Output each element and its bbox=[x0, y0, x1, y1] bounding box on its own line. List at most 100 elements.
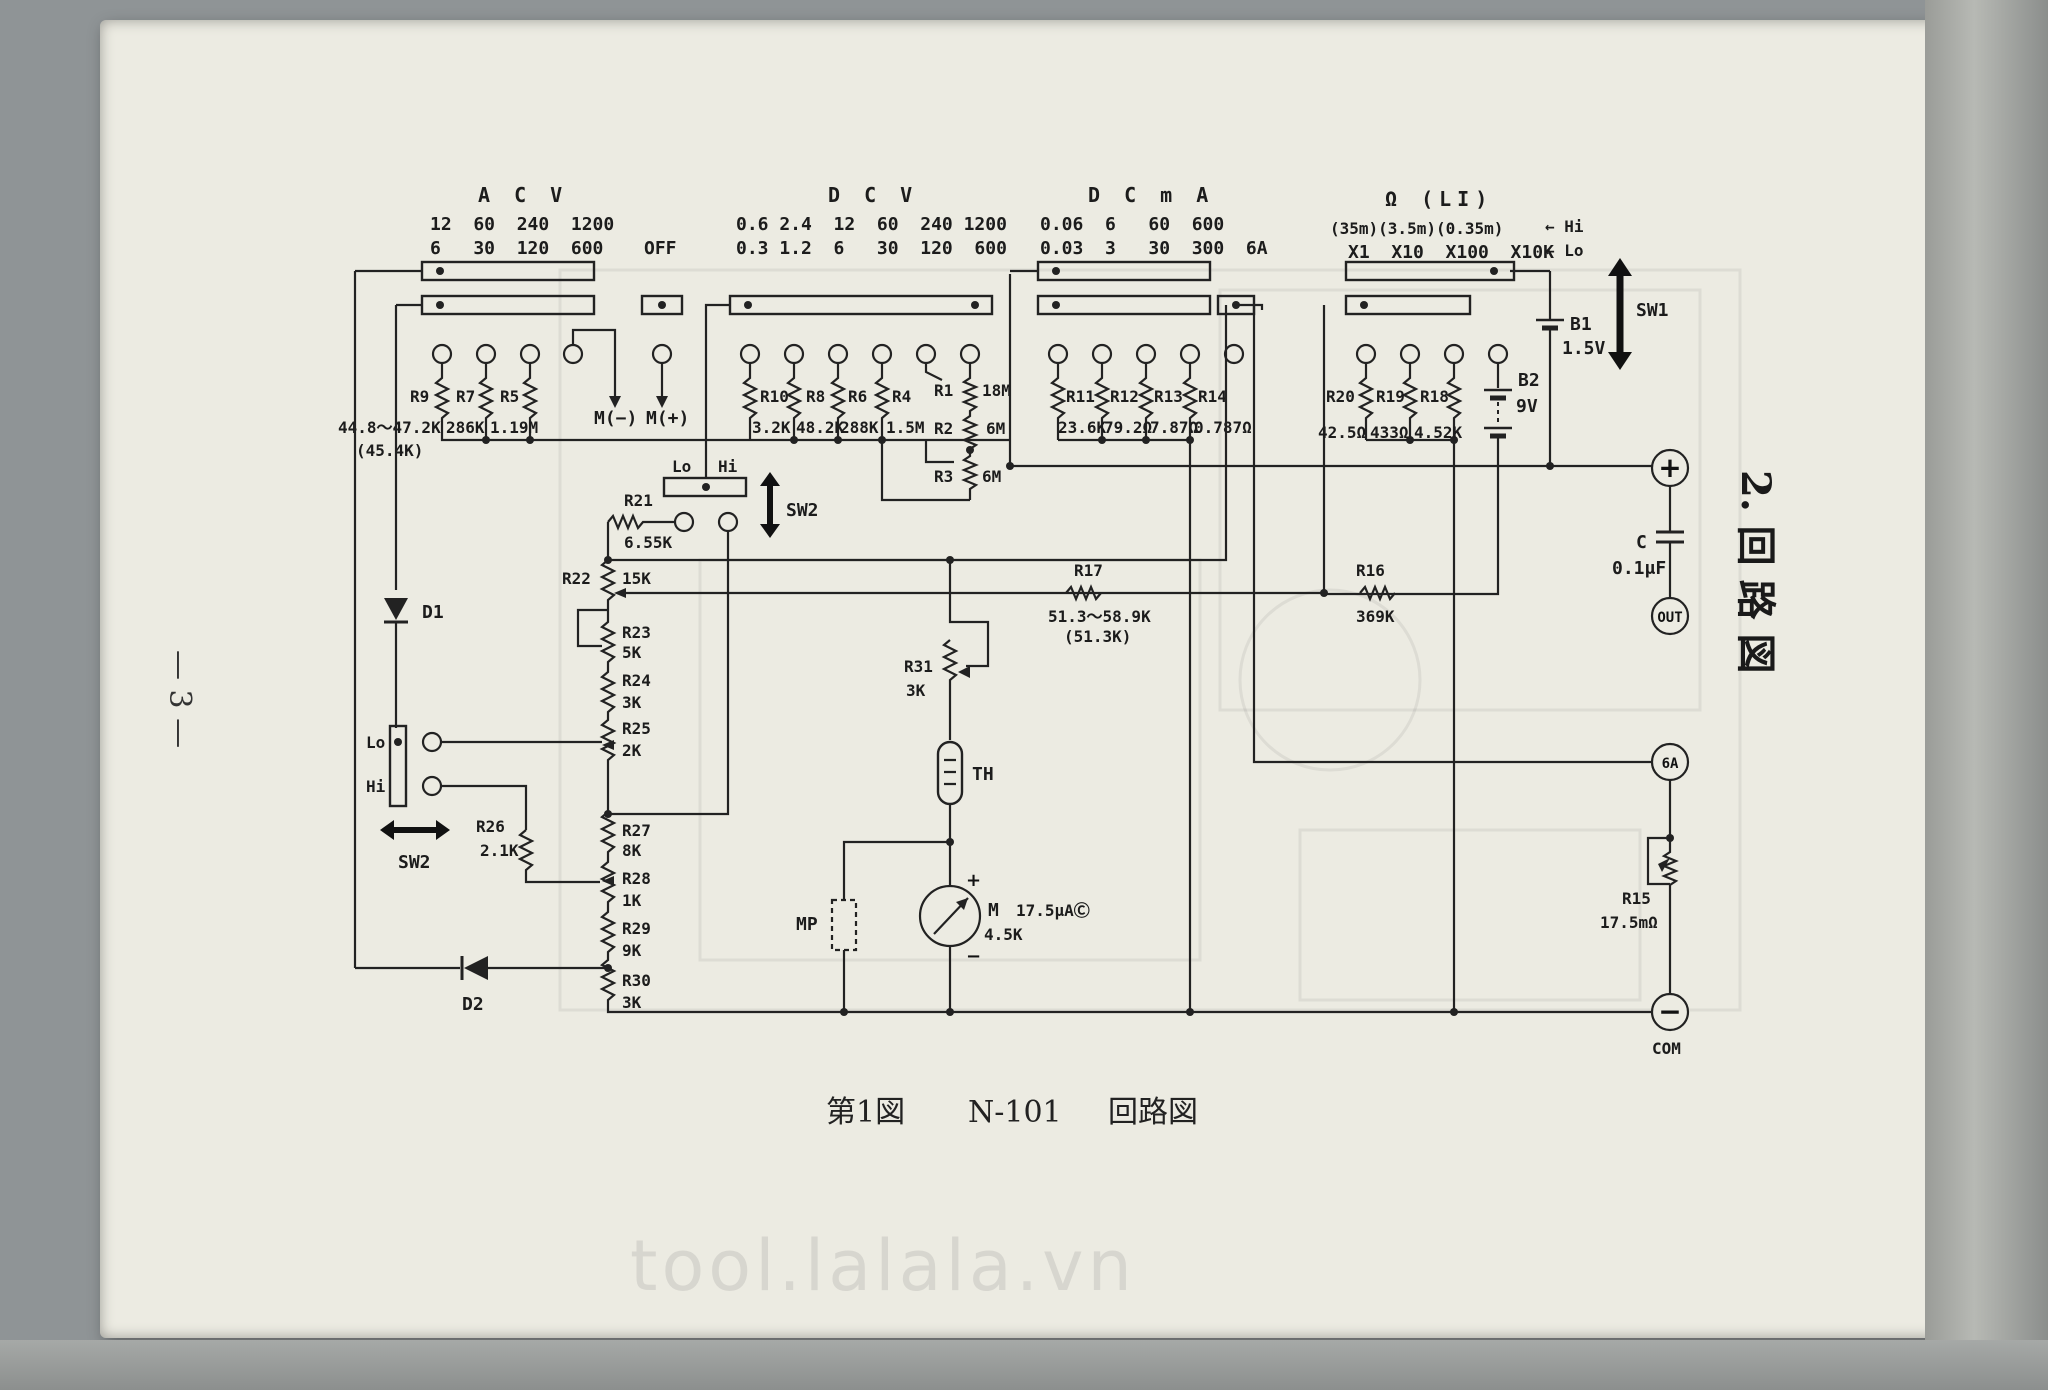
r17-value-nominal: (51.3K) bbox=[1064, 627, 1131, 646]
r13-value: 7.87Ω bbox=[1150, 418, 1198, 437]
r31-label: R31 bbox=[904, 657, 933, 676]
caption-model: N-101 bbox=[968, 1095, 1062, 1130]
ohm-header: Ω (LI) bbox=[1385, 187, 1493, 211]
r16-value: 369K bbox=[1356, 607, 1395, 626]
c-value: 0.1μF bbox=[1612, 558, 1666, 579]
acv-header: A C V bbox=[478, 183, 568, 207]
r12-label: R12 bbox=[1110, 387, 1139, 406]
th-label: TH bbox=[972, 764, 994, 785]
b2-label: B2 bbox=[1518, 370, 1540, 391]
r25-value: 2K bbox=[622, 741, 642, 760]
b1-value: 1.5V bbox=[1562, 338, 1606, 359]
r4-label: R4 bbox=[892, 387, 911, 406]
d1-label: D1 bbox=[422, 602, 444, 623]
out-terminal[interactable] bbox=[1650, 596, 1690, 636]
dcma-row1: 0.06 6 60 600 bbox=[1040, 214, 1224, 235]
r19-value: 433Ω bbox=[1370, 423, 1409, 442]
sw2-bottom-hi-label: Hi bbox=[366, 777, 386, 796]
r23-label: R23 bbox=[622, 623, 651, 642]
out-terminal-label: OUT bbox=[1657, 610, 1682, 626]
show-through-image bbox=[558, 268, 1742, 1012]
com-terminal-label: COM bbox=[1652, 1039, 1681, 1058]
mp-label: MP bbox=[796, 914, 818, 935]
sw2-arrow-icon bbox=[760, 472, 780, 538]
table-surface bbox=[0, 1340, 2048, 1390]
ohm-hi-label: ← Hi bbox=[1545, 217, 1584, 236]
sw2-label: SW2 bbox=[786, 500, 819, 521]
r21-label: R21 bbox=[624, 491, 653, 510]
r20-label: R20 bbox=[1326, 387, 1355, 406]
r5-label: R5 bbox=[500, 387, 519, 406]
com-terminal-minus: − bbox=[1658, 995, 1681, 1028]
dcma-shunt-ladder bbox=[1049, 363, 1199, 444]
caption-figure: 第1図 bbox=[826, 1095, 905, 1130]
r31-value: 3K bbox=[906, 681, 926, 700]
mp-protector bbox=[830, 898, 858, 952]
r27-value: 8K bbox=[622, 841, 642, 860]
sw2-lo-label: Lo bbox=[672, 457, 691, 476]
page-number: — 3 — bbox=[162, 650, 197, 748]
sw2-bottom-arrow-icon bbox=[380, 820, 450, 840]
r24-value: 3K bbox=[622, 693, 642, 712]
r29-label: R29 bbox=[622, 919, 651, 938]
com-terminal[interactable] bbox=[1650, 992, 1690, 1032]
dcv-row1: 0.6 2.4 12 60 240 1200 bbox=[736, 214, 1007, 235]
r7-value: 286K bbox=[446, 418, 485, 437]
ohm-row2: X1 X10 X100 X10K bbox=[1348, 242, 1554, 263]
sw2-hi-label: Hi bbox=[718, 457, 738, 476]
b2-value: 9V bbox=[1516, 396, 1538, 417]
acv-row1: 12 60 240 1200 bbox=[430, 214, 614, 235]
r6-label: R6 bbox=[848, 387, 867, 406]
watermark: tool.lalala.vn bbox=[630, 1225, 1136, 1307]
dcv-resistor-ladder bbox=[741, 363, 979, 502]
r1-label: R1 bbox=[934, 381, 953, 400]
r17-label: R17 bbox=[1074, 561, 1103, 580]
d2-label: D2 bbox=[462, 994, 484, 1015]
sw2-bottom-switch[interactable] bbox=[388, 724, 408, 808]
ohm-row1: (35m)(3.5m)(0.35m) bbox=[1330, 219, 1503, 238]
plus-terminal-label: + bbox=[1658, 451, 1681, 484]
r17-value: 51.3～58.9K bbox=[1048, 607, 1151, 626]
b1-label: B1 bbox=[1570, 314, 1592, 335]
meter-label: M bbox=[988, 900, 999, 921]
r30-value: 3K bbox=[622, 993, 642, 1012]
r11-label: R11 bbox=[1066, 387, 1095, 406]
off-label: OFF bbox=[644, 238, 677, 259]
svg-text:+: + bbox=[966, 870, 981, 891]
dcma-header: D C m A bbox=[1088, 183, 1214, 207]
c-label: C bbox=[1636, 532, 1647, 553]
dcv-row2: 0.3 1.2 6 30 120 600 bbox=[736, 238, 1007, 259]
caption-title: 回路図 bbox=[1108, 1095, 1198, 1130]
r30-label: R30 bbox=[622, 971, 651, 990]
r2-label: R2 bbox=[934, 419, 953, 438]
r15-label: R15 bbox=[1622, 889, 1651, 908]
switch-contacts bbox=[431, 343, 1509, 365]
r15-value: 17.5mΩ bbox=[1600, 913, 1658, 932]
meter-resistance: 4.5K bbox=[984, 925, 1023, 944]
r7-label: R7 bbox=[456, 387, 475, 406]
dcma-row2: 0.03 3 30 300 6A bbox=[1040, 238, 1268, 259]
svg-text:−: − bbox=[966, 946, 981, 967]
r8-label: R8 bbox=[806, 387, 825, 406]
m-minus-label: M(−) bbox=[594, 408, 637, 429]
r11-value: 23.6K bbox=[1058, 418, 1107, 437]
r9-value: 44.8～47.2K bbox=[338, 418, 441, 437]
r28-label: R28 bbox=[622, 869, 651, 888]
6a-terminal-label: 6A bbox=[1662, 756, 1679, 772]
m-plus-label: M(+) bbox=[646, 408, 689, 429]
r28-value: 1K bbox=[622, 891, 642, 910]
r1-value: 18M bbox=[982, 381, 1011, 400]
acv-row2: 6 30 120 600 bbox=[430, 238, 603, 259]
r26-label: R26 bbox=[476, 817, 505, 836]
acv-resistor-ladder bbox=[433, 363, 1010, 444]
sw2-bottom-label: SW2 bbox=[398, 852, 431, 873]
sw2-bottom-lo-label: Lo bbox=[366, 733, 385, 752]
r10-value: 3.2K bbox=[752, 418, 791, 437]
ohm-resistor-ladder bbox=[1236, 303, 1463, 594]
r9-value-nominal: (45.4K) bbox=[356, 441, 423, 460]
meter-value: 17.5μAⒸ bbox=[1016, 901, 1090, 920]
r22-value: 15K bbox=[622, 569, 651, 588]
r23-value: 5K bbox=[622, 643, 642, 662]
r19-label: R19 bbox=[1376, 387, 1405, 406]
